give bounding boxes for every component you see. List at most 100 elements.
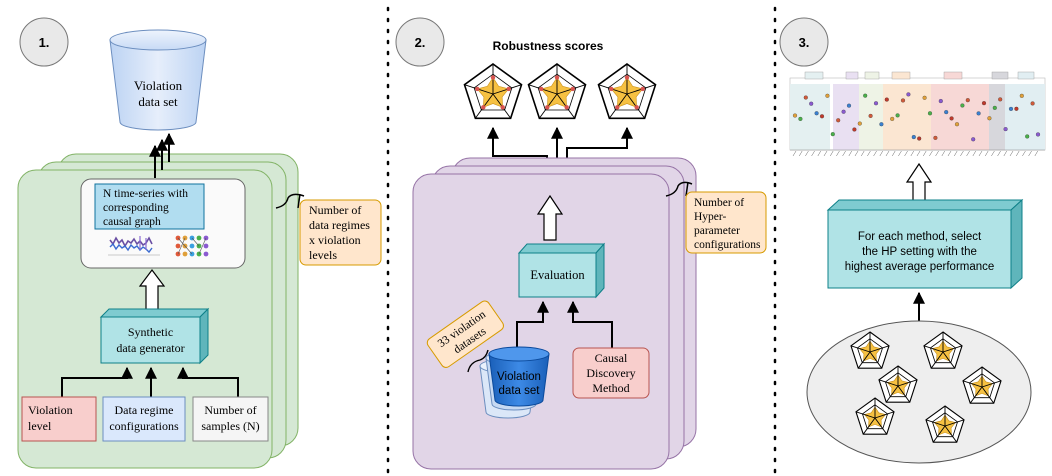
thumbnail-tick: [941, 150, 946, 157]
hp-note-line4: configurations: [694, 239, 761, 251]
thumbnail-marker: [1019, 93, 1024, 98]
radar-small-4: [962, 366, 1002, 404]
hp-selection-box: For each method, select the HP setting w…: [826, 198, 1024, 290]
timeseries-thumbnail: [108, 236, 160, 256]
violation-dataset-label-line2: data set: [138, 94, 178, 109]
blue-dataset-label-line2: data set: [499, 385, 541, 397]
arrow-violation-level-to-generator: [61, 366, 133, 397]
thumbnail-marker: [814, 111, 819, 116]
arrow-method-to-evaluation: [567, 300, 613, 348]
results-plot-thumbnail: [789, 71, 1046, 157]
generator-label-line1: Synthetic: [128, 325, 173, 339]
thumbnail-tick: [953, 150, 958, 157]
thumbnail-tick: [935, 150, 939, 157]
step-badge-1: [19, 17, 69, 67]
thumbnail-tick: [891, 150, 896, 157]
thumbnail-marker: [1003, 127, 1008, 132]
stack-note-line4: levels: [309, 248, 337, 262]
thumbnail-tick: [960, 150, 964, 157]
radar-small-2: [923, 331, 963, 369]
stack-brace-2: [665, 181, 693, 197]
thumbnail-tick: [829, 150, 834, 157]
thumbnail-marker: [819, 114, 825, 119]
violation-level-line1: Violation: [28, 403, 73, 417]
thumbnail-marker: [976, 111, 981, 116]
robustness-radar-row: [463, 63, 657, 120]
synthetic-data-generator: Synthetic data generator: [99, 307, 210, 365]
blue-dataset-label-line1: Violation: [497, 371, 541, 383]
input-regime-config: [102, 396, 186, 442]
timeseries-label-line3: causal graph: [103, 216, 161, 228]
thumbnail-tick: [922, 150, 927, 157]
radar-small-3: [878, 365, 918, 403]
thumbnail-marker: [825, 93, 830, 98]
thumbnail-marker: [949, 116, 954, 121]
stack-note-regimes: [299, 199, 382, 266]
thumbnail-tick: [823, 150, 828, 157]
hp-note-line3: parameter: [694, 225, 740, 237]
selection-line3: highest average performance: [845, 261, 995, 273]
causal-discovery-method: [572, 347, 650, 399]
thumbnail-marker: [846, 103, 852, 108]
selection-line2: the HP setting with the: [862, 246, 977, 258]
step-number-3: 3.: [799, 35, 810, 50]
thumbnail-marker: [971, 137, 976, 142]
radar-chart-left: [463, 63, 523, 120]
thumbnail-tick: [1034, 150, 1039, 157]
thumbnail-marker: [911, 135, 916, 140]
thumbnail-tick: [879, 150, 884, 157]
violation-datasets-stack: Violation data set: [479, 346, 550, 419]
arrow-datasets-to-evaluation: [516, 300, 549, 350]
thumbnail-tick: [898, 150, 902, 157]
panel-1: 1. Violation data set N time-series with…: [17, 17, 382, 469]
violation-dataset-label-line1: Violation: [134, 78, 183, 93]
timeseries-label-line1: N time-series with: [103, 188, 188, 200]
thumbnail-marker: [798, 116, 803, 121]
thumbnail-marker: [863, 93, 868, 98]
thumbnail-tick: [1003, 150, 1008, 157]
hollow-arrow-selection-to-results: [905, 162, 933, 206]
thumbnail-marker: [792, 113, 798, 118]
thumbnail-marker: [884, 97, 889, 102]
radar-chart-right: [597, 63, 657, 120]
step-badge-2: [395, 17, 445, 67]
input-violation-level: [21, 396, 97, 442]
arrow-to-radar-right: [566, 126, 633, 158]
violation-dataset-cylinder: Violation data set: [109, 29, 207, 131]
thumbnail-marker: [981, 101, 987, 106]
thumbnail-tick: [929, 150, 933, 157]
thumbnail-marker: [998, 97, 1003, 102]
radar-chart-middle: [527, 63, 587, 120]
timeseries-label-line2: corresponding: [103, 202, 169, 214]
thumbnail-marker: [1008, 106, 1014, 111]
thumbnail-marker: [836, 118, 841, 123]
thumbnail-marker: [944, 110, 949, 115]
thumbnail-tick: [811, 150, 815, 157]
evaluation-box: Evaluation: [517, 242, 606, 299]
thumbnail-tick: [805, 150, 809, 157]
regime-config-line1: Data regime: [115, 403, 174, 417]
thumbnail-tick: [1022, 150, 1026, 157]
thumbnail-marker: [857, 121, 862, 126]
thumbnail-tick: [860, 150, 865, 157]
thumbnail-marker: [933, 135, 938, 140]
thumbnail-marker: [879, 122, 884, 127]
thumbnail-marker: [917, 136, 922, 141]
thumbnail-tick: [836, 150, 840, 157]
thumbnail-tick: [867, 150, 871, 157]
hollow-arrow-generator-to-timeseries: [138, 269, 166, 311]
thumbnail-marker: [1035, 132, 1041, 137]
radar-small-1: [850, 331, 890, 369]
thumbnail-marker: [873, 101, 879, 106]
input-samples: [192, 396, 269, 442]
thumbnail-tick: [798, 150, 803, 157]
thumbnail-tick: [910, 150, 915, 157]
radar-cluster: [850, 331, 1002, 443]
thumbnail-marker: [954, 122, 960, 127]
thumbnail-tick: [792, 150, 797, 157]
thumbnail-marker: [938, 99, 943, 104]
selection-line1: For each method, select: [858, 231, 982, 243]
generator-label-line2: data generator: [116, 341, 184, 355]
thumbnail-tick: [972, 150, 977, 157]
thumbnail-marker: [900, 98, 906, 103]
